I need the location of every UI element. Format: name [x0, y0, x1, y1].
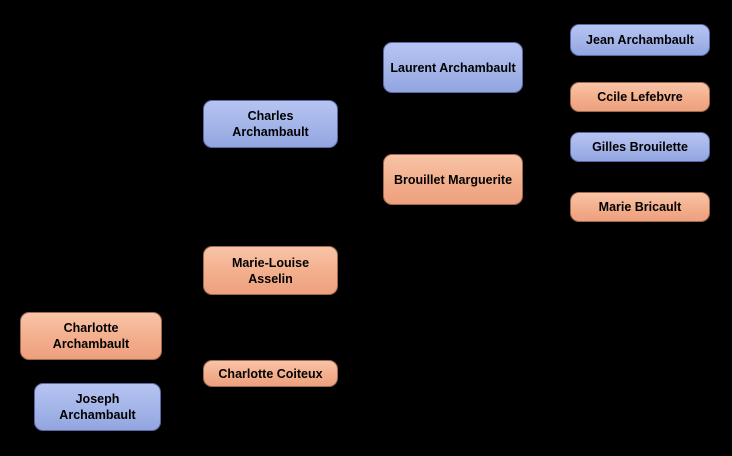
node-label: Marie-Louise Asselin	[231, 255, 310, 286]
node-label: Charlotte Archambault	[52, 321, 130, 351]
node-marie-bricault[interactable]: Marie Bricault	[570, 192, 710, 222]
node-label: Ccile Lefebvre	[597, 90, 683, 104]
node-label: Charlotte Coiteux	[218, 366, 323, 381]
node-laurent-archambault[interactable]: Laurent Archambault	[383, 42, 523, 93]
node-ccile-lefebvre[interactable]: Ccile Lefebvre	[570, 82, 710, 112]
node-charles-archambault[interactable]: Charles Archambault	[203, 100, 338, 148]
node-label: Charles Archambault	[232, 109, 309, 139]
node-charlotte-coiteux[interactable]: Charlotte Coiteux	[203, 360, 338, 387]
node-charlotte-archambault[interactable]: Charlotte Archambault	[20, 312, 162, 360]
node-label: Marie Bricault	[598, 200, 682, 214]
node-label: Brouillet Marguerite	[393, 172, 513, 187]
node-brouillet-marguerite[interactable]: Brouillet Marguerite	[383, 154, 523, 205]
node-label: Laurent Archambault	[390, 60, 516, 75]
node-marie-louise-asselin[interactable]: Marie-Louise Asselin	[203, 246, 338, 295]
node-jean-archambault[interactable]: Jean Archambault	[570, 24, 710, 56]
node-label: Joseph Archambault	[59, 392, 136, 422]
node-joseph-archambault[interactable]: Joseph Archambault	[34, 383, 161, 431]
node-gilles-brouilette[interactable]: Gilles Brouilette	[570, 132, 710, 162]
node-label: Gilles Brouilette	[592, 140, 688, 154]
node-label: Jean Archambault	[586, 33, 694, 47]
